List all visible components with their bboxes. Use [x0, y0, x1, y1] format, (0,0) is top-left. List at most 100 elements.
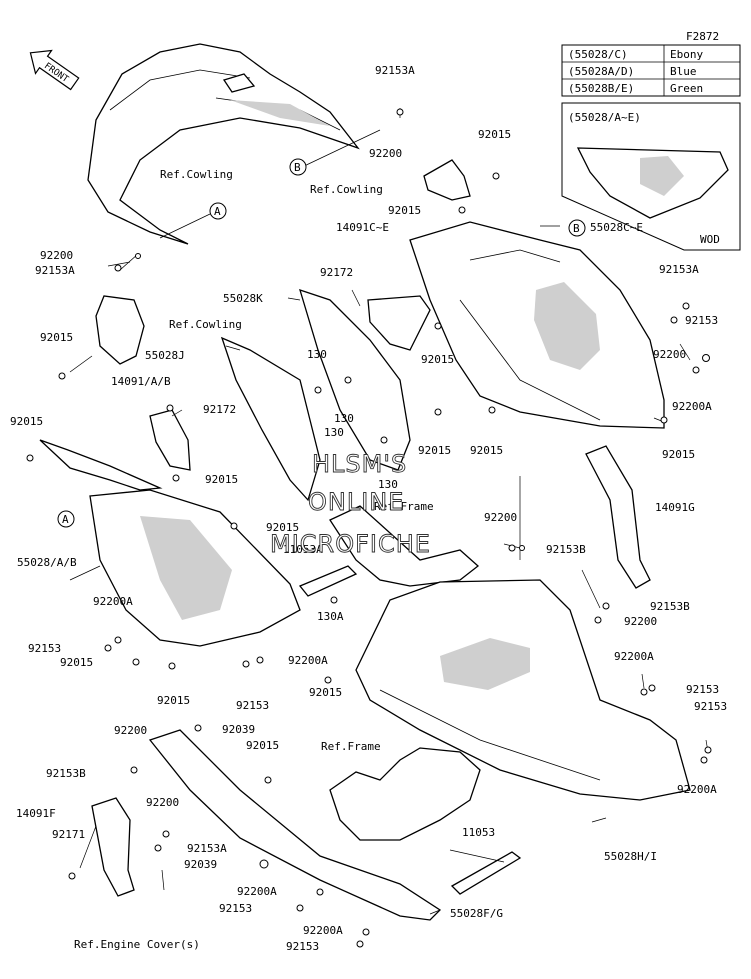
part-label: 55028J	[145, 349, 185, 362]
part-label: 92200A	[288, 654, 328, 667]
part-label: 92153A	[35, 264, 75, 277]
part-label: 92153A	[659, 263, 699, 276]
part-label: 92153	[286, 940, 319, 953]
part-label: 130	[324, 426, 344, 439]
front-arrow-icon: FRONT	[29, 49, 80, 91]
part-label: 92015	[157, 694, 190, 707]
color-legend-table: (55028/C) Ebony (55028A/D) Blue (55028B/…	[561, 44, 741, 97]
legend-code: (55028A/D)	[568, 65, 634, 78]
part-label: 92200A	[672, 400, 712, 413]
part-labels: 92153A 92200 Ref.Cowling 92015 Ref.Cowli…	[10, 64, 727, 953]
lower-cowl-left-part	[148, 729, 442, 921]
callout-a-upper: A	[209, 202, 227, 220]
frame-lower-part	[329, 747, 481, 841]
inset-title: (55028/A~E)	[568, 111, 641, 124]
watermark: HLSM'S ONLINE MICROFICHE	[270, 450, 431, 559]
part-label: 92015	[246, 739, 279, 752]
stay-11053-part	[450, 851, 522, 895]
part-label: 92153B	[650, 600, 690, 613]
left-cowling-part	[95, 295, 145, 365]
part-label: 92015	[470, 444, 503, 457]
svg-text:A: A	[214, 205, 221, 218]
part-label: 92200	[114, 724, 147, 737]
part-label: 92039	[184, 858, 217, 871]
part-label: 92153	[219, 902, 252, 915]
part-label: 92172	[320, 266, 353, 279]
side-cowl-left-part	[39, 439, 301, 647]
part-label: 92153	[694, 700, 727, 713]
part-label: 92200A	[614, 650, 654, 663]
bracket-14091f-part	[91, 797, 135, 897]
part-label: 92015	[60, 656, 93, 669]
legend-code: (55028B/E)	[568, 82, 634, 95]
part-label: 55028F/G	[450, 907, 503, 920]
figure-code: F2872	[686, 30, 719, 43]
watermark-line: HLSM'S	[312, 450, 407, 478]
part-label: 11053A	[283, 543, 323, 556]
part-label: 55028K	[223, 292, 263, 305]
part-label: 92171	[52, 828, 85, 841]
part-label: 92200	[40, 249, 73, 262]
callout-b-right: B	[568, 219, 586, 237]
bracket-14091g-part	[585, 445, 651, 589]
ref-label: Ref.Frame	[321, 740, 381, 753]
part-label: 92153	[685, 314, 718, 327]
side-cowl-right-part	[409, 221, 665, 429]
part-label: 92200A	[93, 595, 133, 608]
legend-color: Ebony	[670, 48, 703, 61]
part-label: 130	[378, 478, 398, 491]
ref-label: Ref.Cowling	[169, 318, 242, 331]
part-label: 92153B	[546, 543, 586, 556]
bracket-14091c-part	[367, 295, 431, 351]
inner-panel-k-part	[299, 288, 411, 471]
part-label: 92015	[10, 415, 43, 428]
stay-11053a-part	[298, 565, 358, 597]
frame-bracket-part	[329, 505, 480, 587]
ref-label: Ref.Cowling	[160, 168, 233, 181]
part-label: 14091C~E	[336, 221, 389, 234]
part-label: 130	[307, 348, 327, 361]
upper-cowling-part	[87, 43, 360, 245]
part-label: 92015	[40, 331, 73, 344]
part-label: 92015	[309, 686, 342, 699]
part-label: 14091F	[16, 807, 56, 820]
part-label: 92200A	[677, 783, 717, 796]
part-label: 92153	[28, 642, 61, 655]
ref-label: Ref.Frame	[374, 500, 434, 513]
part-label: 92200A	[237, 885, 277, 898]
legend-color: Blue	[670, 65, 697, 78]
callout-b-upper: B	[289, 158, 307, 176]
watermark-line: MICROFICHE	[270, 530, 431, 558]
cowling-bracket-part	[423, 159, 471, 201]
legend-code: (55028/C)	[568, 48, 628, 61]
fasteners	[26, 108, 712, 948]
part-label: 92153	[686, 683, 719, 696]
part-label: 92153A	[187, 842, 227, 855]
bracket-14091ab-part	[149, 409, 191, 471]
part-label: 14091/A/B	[111, 375, 171, 388]
watermark-line: ONLINE	[308, 488, 404, 516]
part-label: 92015	[266, 521, 299, 534]
part-label: 92200	[369, 147, 402, 160]
part-label: 11053	[462, 826, 495, 839]
part-label: 92015	[388, 204, 421, 217]
callout-a-lower: A	[57, 510, 75, 528]
part-label: 92153B	[46, 767, 86, 780]
part-label: 92153	[236, 699, 269, 712]
part-label: 55028/A/B	[17, 556, 77, 569]
legend-color: Green	[670, 82, 703, 95]
inner-panel-j-part	[220, 336, 321, 502]
part-label: 92015	[205, 473, 238, 486]
part-label: 92200	[484, 511, 517, 524]
part-label: 92200	[146, 796, 179, 809]
svg-text:B: B	[573, 222, 580, 235]
svg-text:B: B	[294, 161, 301, 174]
part-label: 130	[334, 412, 354, 425]
lower-cowl-right-part	[355, 579, 691, 801]
part-label: 14091G	[655, 501, 695, 514]
part-label: 92015	[478, 128, 511, 141]
part-label: 55028H/I	[604, 850, 657, 863]
part-label: 92200	[653, 348, 686, 361]
